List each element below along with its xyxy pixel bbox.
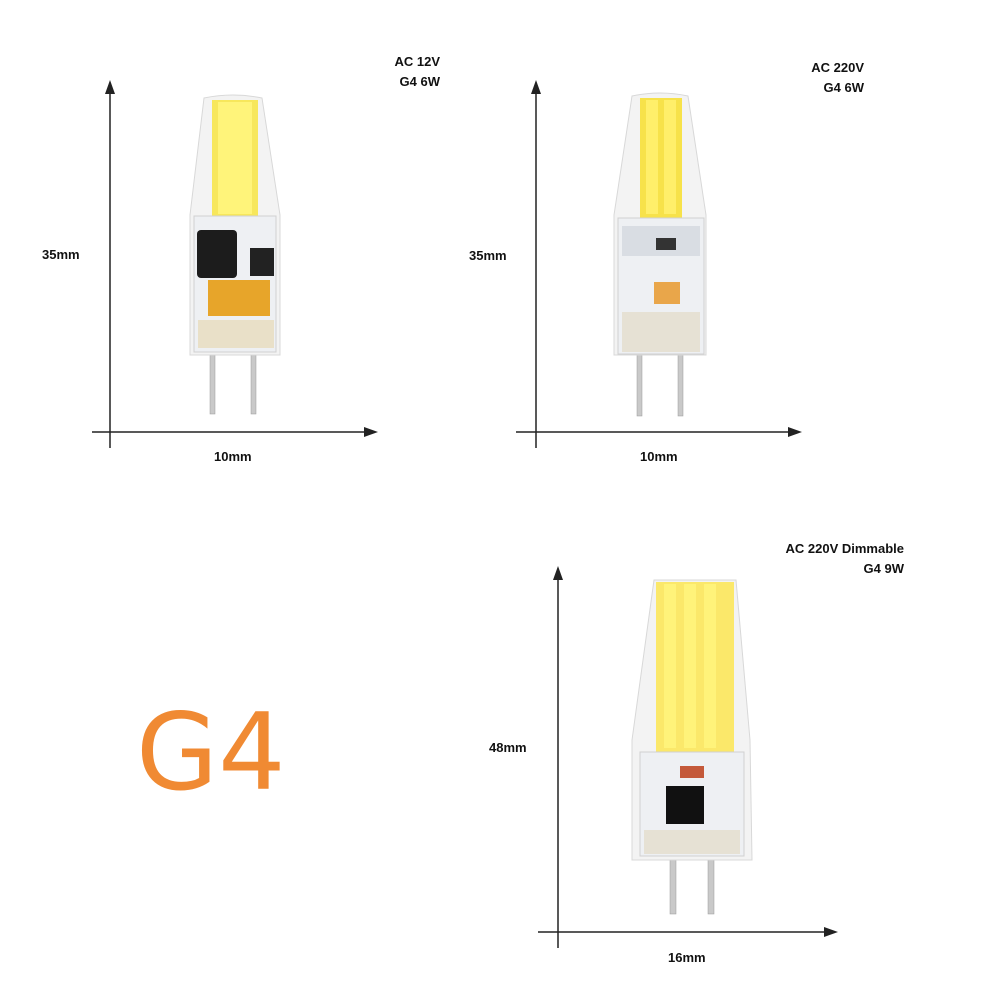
model-label: G4 6W — [399, 74, 440, 89]
height-label: 35mm — [42, 247, 80, 262]
width-label: 10mm — [214, 449, 252, 464]
height-label: 48mm — [489, 740, 527, 755]
width-label: 16mm — [668, 950, 706, 965]
voltage-label: AC 12V — [394, 54, 440, 69]
page-title: G4 — [136, 691, 286, 814]
model-label: G4 6W — [823, 80, 864, 95]
voltage-label: AC 220V Dimmable — [785, 541, 905, 556]
voltage-label: AC 220V — [811, 60, 864, 75]
height-label: 35mm — [469, 248, 507, 263]
model-label: G4 9W — [863, 561, 904, 576]
width-label: 10mm — [640, 449, 678, 464]
